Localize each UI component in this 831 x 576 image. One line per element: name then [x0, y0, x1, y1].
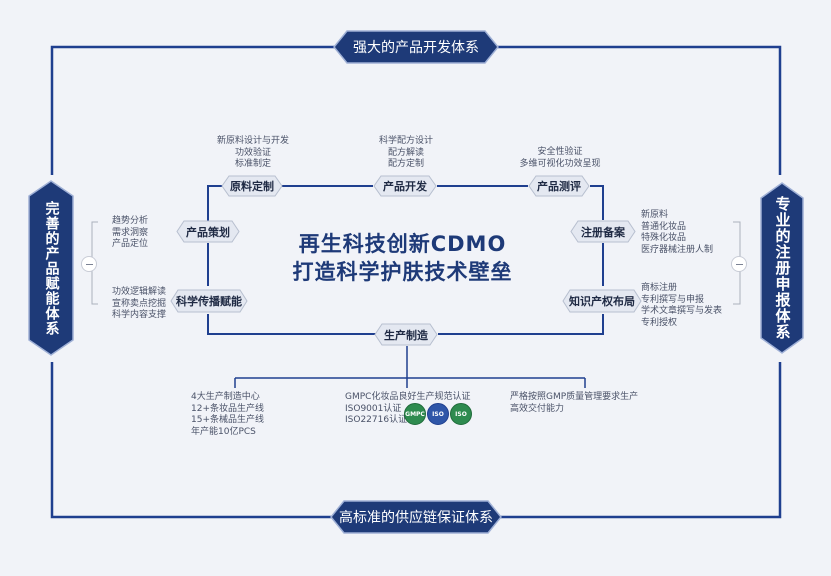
banner-right-label: 专业的注册申报体系: [773, 196, 792, 340]
note-line: 4大生产制造中心: [191, 392, 260, 402]
note-line: 趋势分析: [112, 216, 149, 226]
note-line: 新原料: [641, 210, 669, 220]
note-product-eval: 安全性验证 多维可视化功效呈现: [508, 147, 612, 170]
iso-badge-label: ISO: [432, 410, 444, 418]
note-line: 专利授权: [641, 317, 678, 328]
center-title: 再生科技创新CDMO 打造科学护肤技术壁垒: [270, 230, 535, 286]
banner-product-dev-system: 强大的产品开发体系: [333, 30, 499, 64]
note-line: 专利撰写与申报: [641, 294, 705, 305]
note-line: ISO9001认证: [345, 403, 402, 414]
node-ip-layout-label: 知识产权布局: [569, 295, 635, 308]
node-manufacturing-label: 生产制造: [384, 328, 428, 342]
banner-empowerment-system: 完善的产品赋能体系: [28, 180, 74, 356]
banner-registration-system: 专业的注册申报体系: [760, 182, 804, 354]
note-line: 高效交付能力: [510, 403, 565, 414]
node-product-dev-label: 产品开发: [383, 180, 427, 193]
note-ip-layout: 商标注册 专利撰写与申报 学术文章撰写与发表 专利授权: [641, 283, 731, 329]
note-line: 宣称卖点挖掘: [112, 298, 167, 309]
note-science-comm: 功效逻辑解读 宣称卖点挖掘 科学内容支撑: [112, 287, 172, 322]
note-registration: 新原料 普通化妆品 特殊化妆品 医疗器械注册人制: [641, 210, 731, 256]
note-mfg-left: 4大生产制造中心 12+条妆品生产线 15+条械品生产线 年产能10亿PCS: [191, 392, 281, 438]
note-line: ISO22716认证: [345, 415, 408, 425]
note-line: 年产能10亿PCS: [191, 426, 256, 437]
node-registration-label: 注册备案: [581, 225, 625, 239]
node-science-comm-label: 科学传播赋能: [176, 295, 242, 308]
center-title-line1: 再生科技创新CDMO: [298, 232, 507, 256]
note-line: 12+条妆品生产线: [191, 403, 264, 414]
note-line: 医疗器械注册人制: [641, 244, 714, 255]
note-line: GMPC化妆品良好生产规范认证: [345, 392, 471, 402]
right-connector-icon: [731, 256, 747, 272]
note-line: 特殊化妆品: [641, 233, 687, 243]
banner-left-label: 完善的产品赋能体系: [43, 200, 60, 336]
note-line: 学术文章撰写与发表: [641, 306, 723, 316]
note-line: 功效验证: [234, 147, 271, 158]
node-product-dev: 产品开发: [373, 175, 437, 197]
node-product-eval-label: 产品测评: [537, 180, 581, 193]
note-product-dev: 科学配方设计 配方解读 配方定制: [356, 136, 456, 171]
node-ip-layout: 知识产权布局: [562, 289, 642, 313]
note-line: 15+条械品生产线: [191, 415, 264, 425]
note-line: 多维可视化功效呈现: [519, 158, 601, 169]
left-connector-icon: [81, 256, 97, 272]
note-line: 产品定位: [112, 239, 149, 249]
node-manufacturing: 生产制造: [374, 323, 438, 346]
node-raw-material: 原料定制: [221, 175, 283, 197]
node-registration: 注册备案: [570, 220, 636, 243]
note-line: 功效逻辑解读: [112, 287, 167, 297]
node-product-plan: 产品策划: [176, 220, 240, 243]
node-raw-material-label: 原料定制: [230, 180, 274, 193]
note-raw-material: 新原料设计与开发 功效验证 标准制定: [205, 136, 301, 171]
iso-badge-green-icon: ISO: [450, 403, 472, 425]
note-product-plan: 趋势分析 需求洞察 产品定位: [112, 216, 172, 251]
gmpc-badge-label: GMPC: [405, 410, 425, 418]
note-line: 商标注册: [641, 283, 678, 293]
note-line: 需求洞察: [112, 227, 149, 238]
note-mfg-right: 严格按照GMP质量管理要求生产 高效交付能力: [510, 392, 650, 415]
note-line: 严格按照GMP质量管理要求生产: [510, 392, 639, 402]
node-product-eval: 产品测评: [528, 175, 590, 197]
note-line: 科学内容支撑: [112, 310, 167, 320]
note-line: 安全性验证: [537, 147, 583, 157]
note-mfg-mid: GMPC化妆品良好生产规范认证 ISO9001认证 ISO22716认证: [345, 392, 475, 427]
banner-supply-chain-system: 高标准的供应链保证体系: [330, 500, 502, 534]
note-line: 新原料设计与开发: [216, 136, 289, 146]
iso-badge-green-label: ISO: [455, 410, 467, 418]
center-title-line2: 打造科学护肤技术壁垒: [292, 260, 513, 284]
gmpc-badge-icon: GMPC: [404, 403, 426, 425]
note-line: 普通化妆品: [641, 221, 687, 232]
iso-badge-icon: ISO: [427, 403, 449, 425]
note-line: 科学配方设计: [378, 136, 433, 146]
note-line: 配方解读: [387, 147, 424, 158]
node-product-plan-label: 产品策划: [186, 225, 230, 239]
note-line: 配方定制: [387, 159, 424, 169]
banner-top-label: 强大的产品开发体系: [353, 40, 479, 56]
banner-bottom-label: 高标准的供应链保证体系: [339, 510, 493, 526]
note-line: 标准制定: [234, 159, 271, 169]
node-science-comm: 科学传播赋能: [170, 289, 248, 313]
